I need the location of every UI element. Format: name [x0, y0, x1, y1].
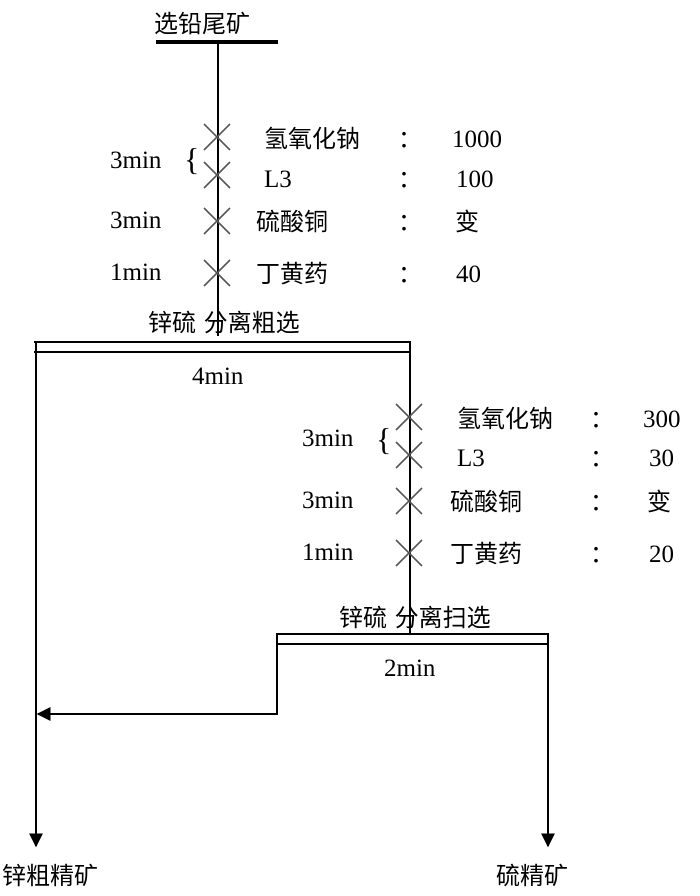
scavenger-colon-1: ：	[590, 405, 614, 433]
zinc-rough-concentrate-label: 锌粗精矿	[2, 862, 98, 890]
scavenger-reagents: 3min { 氢氧化钠 ： 300 L3 ： 30 3min 硫酸铜 ： 变 1…	[302, 403, 681, 568]
rougher-colon-1: ：	[398, 125, 422, 153]
x-mark-icon	[203, 259, 231, 287]
scavenger-concentrate-return	[36, 634, 278, 721]
x-mark-icon	[395, 539, 423, 567]
scavenger-colon-3: ：	[590, 488, 614, 516]
scavenger-colon-2: ：	[590, 444, 614, 472]
rougher-stage-label: 锌硫 分离粗选	[148, 309, 300, 337]
scavenger-reagent-2: L3	[457, 445, 485, 472]
x-mark-icon	[203, 207, 231, 235]
rougher-brace: {	[184, 141, 199, 177]
x-mark-icon	[203, 123, 231, 151]
rougher-colon-4: ：	[398, 260, 422, 288]
sulfur-concentrate-label: 硫精矿	[496, 862, 568, 890]
rougher-time-3: 3min	[110, 207, 162, 234]
scavenger-dose-2: 30	[649, 445, 674, 472]
rougher-reagent-1: 氢氧化钠	[264, 125, 360, 153]
rougher-colon-3: ：	[398, 208, 422, 236]
rougher-time: 4min	[192, 363, 244, 390]
x-mark-icon	[395, 403, 423, 431]
scavenger-colon-4: ：	[590, 540, 614, 568]
rougher-dose-1: 1000	[452, 126, 502, 153]
scavenger-dose-3: 变	[647, 488, 671, 516]
rougher-time-1: 3min	[110, 147, 162, 174]
scavenger-stage-label: 锌硫 分离扫选	[339, 604, 491, 632]
scavenger-reagent-4: 丁黄药	[450, 540, 522, 568]
scavenger-reagent-3: 硫酸铜	[450, 488, 522, 516]
rougher-dose-3: 变	[455, 208, 479, 236]
scavenger-time-1: 3min	[302, 425, 354, 452]
rougher-dose-2: 100	[456, 166, 494, 193]
rougher-colon-2: ：	[398, 165, 422, 193]
rougher-dose-4: 40	[456, 261, 481, 288]
rougher-reagent-4: 丁黄药	[256, 260, 328, 288]
scavenger-dose-4: 20	[649, 541, 674, 568]
rougher-reagent-2: L3	[264, 166, 292, 193]
rougher-reagent-3: 硫酸铜	[256, 208, 328, 236]
x-mark-icon	[395, 441, 423, 469]
scavenger-brace: {	[376, 421, 391, 457]
rougher-reagents: 3min { 氢氧化钠 ： 1000 L3 ： 100 3min 硫酸铜 ： 变…	[110, 123, 502, 288]
scavenger-time: 2min	[384, 655, 436, 682]
x-mark-icon	[203, 161, 231, 189]
feed-label: 选铅尾矿	[154, 10, 250, 38]
scavenger-time-3: 3min	[302, 487, 354, 514]
scavenger-dose-1: 300	[643, 406, 681, 433]
scavenger-reagent-1: 氢氧化钠	[457, 405, 553, 433]
rougher-time-4: 1min	[110, 259, 162, 286]
x-mark-icon	[395, 487, 423, 515]
scavenger-time-4: 1min	[302, 539, 354, 566]
